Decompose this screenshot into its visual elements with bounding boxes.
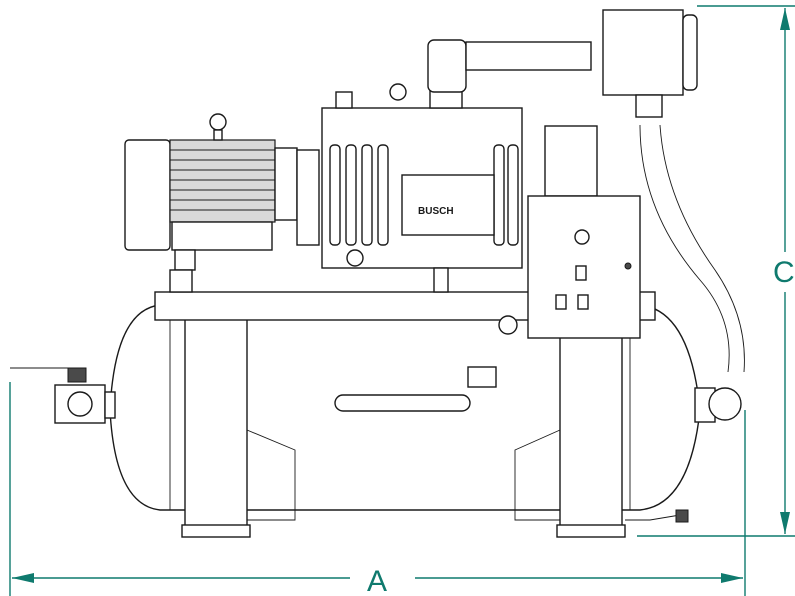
pump-cooling-fins bbox=[329, 144, 519, 246]
motor-cooling-fins bbox=[170, 149, 275, 211]
pump-lifting-eye bbox=[389, 83, 407, 101]
dimension-a-label: A bbox=[367, 565, 387, 596]
motor-lifting-eye bbox=[209, 113, 227, 131]
brand-plate bbox=[401, 174, 495, 236]
control-switch-top[interactable] bbox=[575, 265, 587, 281]
control-indicator-light bbox=[574, 229, 590, 245]
tank-saddle-left bbox=[181, 317, 296, 538]
motor-base bbox=[171, 221, 273, 251]
receiver-tank bbox=[109, 304, 701, 511]
drain-ball-valve[interactable] bbox=[10, 367, 116, 424]
dimension-c: C bbox=[637, 5, 795, 537]
dimension-a: A bbox=[9, 382, 746, 596]
motor-fan-cover bbox=[124, 139, 171, 251]
brand-plate-text: BUSCH bbox=[418, 206, 454, 217]
vacuum-pump: BUSCH bbox=[321, 83, 523, 293]
flexible-hose bbox=[639, 124, 730, 373]
control-switch-right[interactable] bbox=[577, 294, 589, 310]
dimension-c-label: C bbox=[773, 256, 795, 289]
tank-inlet-fitting bbox=[694, 387, 742, 423]
inlet-filter bbox=[602, 9, 698, 118]
side-gearbox bbox=[544, 125, 598, 197]
tank-nameplate bbox=[334, 394, 471, 412]
motor bbox=[124, 113, 320, 293]
exhaust-piping bbox=[427, 39, 592, 93]
gauge bbox=[498, 315, 518, 335]
ground-wire bbox=[625, 514, 681, 521]
motor-housing bbox=[169, 139, 276, 223]
control-box bbox=[527, 195, 641, 339]
tank-label-plate bbox=[467, 366, 497, 388]
control-switch-left[interactable] bbox=[555, 294, 567, 310]
